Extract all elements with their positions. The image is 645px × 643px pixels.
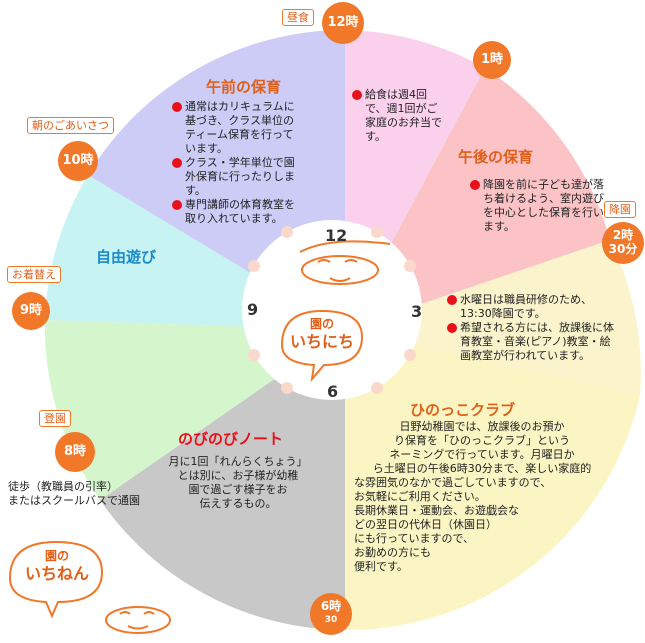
- clock-hour-dots: [248, 226, 416, 394]
- time-6-30: 6時 30: [310, 593, 352, 635]
- time-12: 12時: [322, 2, 364, 44]
- year-bubble-text: 園の いちねん: [24, 549, 89, 583]
- clock-12: 12: [325, 226, 348, 245]
- afternoon-title: 午後の保育: [458, 148, 534, 166]
- day-bubble-text: 園の いちにち: [289, 317, 354, 351]
- day-bubble: [280, 309, 364, 383]
- nobinobi-text: 月に1回「れんらくちょう」 とは別に、お子様が幼稚 園で過ごす様子をお 伝えする…: [168, 455, 308, 510]
- time-2-main: 2時: [612, 228, 634, 242]
- morning-list: 通常はカリキュラムに基づき、クラス単位のティーム保育を行っています。 クラス・学…: [172, 100, 302, 226]
- after-pickup-list: 水曜日は職員研修のため、13:30降園です。 希望される方には、放課後に体育教室…: [447, 293, 617, 363]
- clock-face: [242, 220, 422, 400]
- time-2-30: 2時 30分: [602, 222, 644, 264]
- hinokko-segment: [345, 330, 640, 631]
- lunch-tag: 昼食: [282, 9, 314, 26]
- after-pickup-item: 希望される方には、放課後に体育教室・音楽(ピアノ)教室・絵画教室が行われています…: [447, 321, 617, 363]
- sun-face-icon: [299, 240, 391, 285]
- nobinobi-title: のびのびノート: [178, 430, 284, 448]
- lunch-list: 給食は週4回で、週1回がご家庭のお弁当です。: [352, 88, 444, 144]
- morning-item: クラス・学年単位で園外保育に行ったりします。: [172, 156, 302, 198]
- after-pickup-segment: [345, 240, 641, 395]
- clock-3: 3: [411, 302, 423, 321]
- afternoon-list: 降園を前に子ども達が落ち着けるよう、室内遊びを中心とした保育を行います。: [470, 178, 605, 234]
- morning-title: 午前の保育: [206, 78, 282, 96]
- free-play-title: 自由遊び: [96, 248, 157, 266]
- greeting-tag: 朝のごあいさつ: [27, 117, 114, 134]
- morning-item: 通常はカリキュラムに基づき、クラス単位のティーム保育を行っています。: [172, 100, 302, 156]
- pickup-tag: 降園: [604, 201, 636, 218]
- after-pickup-item: 水曜日は職員研修のため、13:30降園です。: [447, 293, 617, 321]
- afternoon-item: 降園を前に子ども達が落ち着けるよう、室内遊びを中心とした保育を行います。: [470, 178, 605, 234]
- time-6-sub: 30: [324, 615, 338, 625]
- year-bubble: [8, 540, 104, 619]
- arrival-tag: 登園: [39, 410, 71, 427]
- commute-text: 徒歩（教職員の引率） またはスクールバスで通園: [8, 480, 140, 507]
- lunch-item: 給食は週4回で、週1回がご家庭のお弁当です。: [352, 88, 444, 144]
- time-8: 8時: [55, 432, 95, 472]
- time-10: 10時: [58, 141, 98, 181]
- time-6-main: 6時: [320, 599, 342, 613]
- time-2-sub: 30分: [608, 242, 638, 256]
- clock-9: 9: [247, 300, 259, 319]
- hinokko-text: 日野幼稚園では、放課後のお預か り保育を「ひのっこクラブ」という ネーミングで行…: [354, 420, 592, 573]
- clock-6: 6: [327, 382, 339, 401]
- corner-face-icon: [105, 606, 171, 634]
- hinokko-title: ひのっこクラブ: [410, 401, 516, 419]
- time-9: 9時: [12, 292, 50, 330]
- nobinobi-segment: [100, 330, 345, 630]
- morning-item: 専門講師の体育教室を取り入れています。: [172, 198, 302, 226]
- time-1: 1時: [473, 41, 511, 79]
- change-tag: お着替え: [7, 266, 61, 283]
